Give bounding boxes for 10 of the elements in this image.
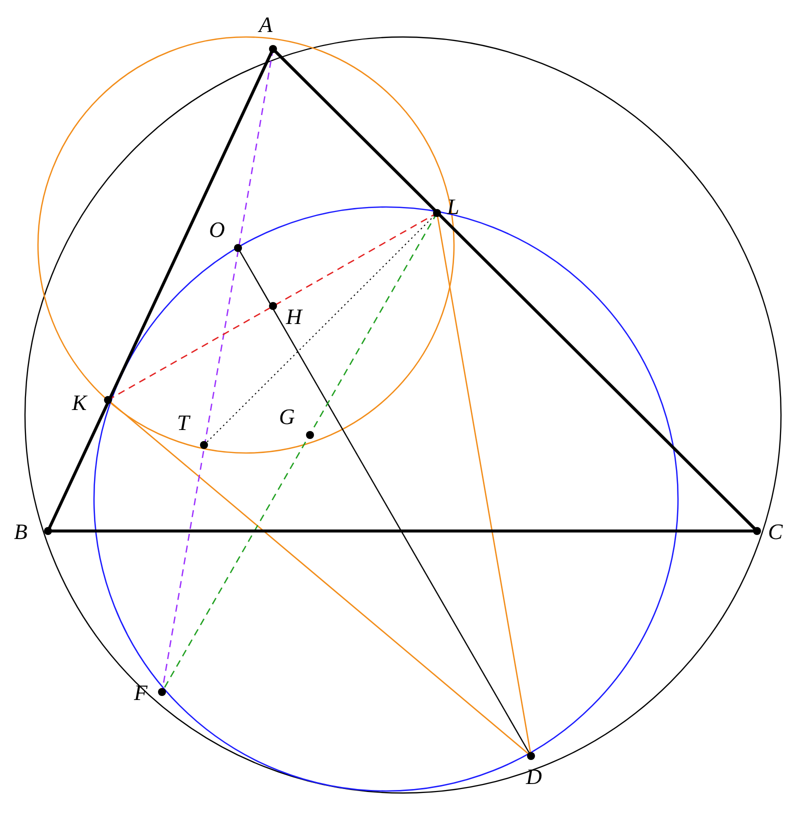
point-label: D — [526, 766, 542, 788]
point-label: T — [177, 412, 190, 434]
point-label: O — [209, 219, 225, 241]
point-label: K — [72, 392, 87, 414]
point-label: A — [259, 14, 272, 36]
point-label: B — [14, 521, 28, 543]
point-label: G — [279, 406, 295, 428]
point-label: C — [768, 521, 783, 543]
point-label: H — [286, 306, 302, 328]
point-label: F — [134, 682, 148, 704]
